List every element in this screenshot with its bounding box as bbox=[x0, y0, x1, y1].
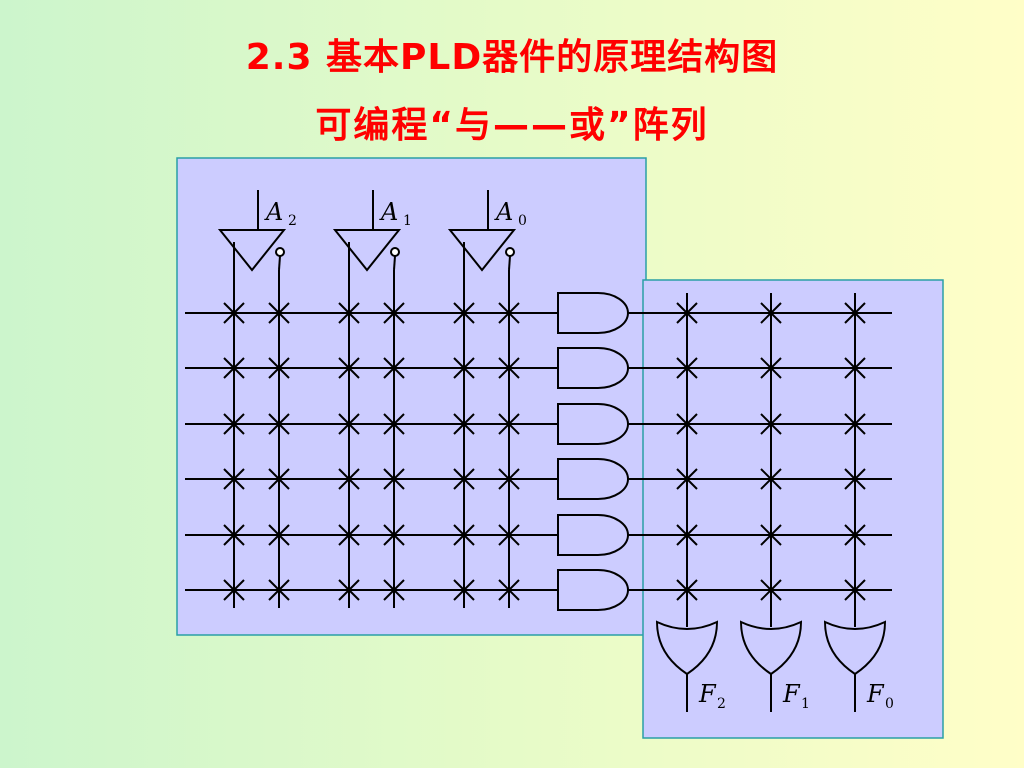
or-gate bbox=[823, 620, 887, 676]
and-crosspoint bbox=[383, 413, 405, 435]
and-crosspoint bbox=[223, 302, 245, 324]
and-gate bbox=[557, 347, 629, 389]
output-label: F bbox=[866, 680, 885, 708]
and-crosspoint bbox=[268, 524, 290, 546]
and-gate bbox=[557, 292, 629, 334]
inverter-gate bbox=[332, 229, 402, 272]
and-crosspoint bbox=[383, 468, 405, 490]
and-crosspoint bbox=[498, 579, 520, 601]
and-crosspoint bbox=[453, 413, 475, 435]
and-crosspoint bbox=[338, 302, 360, 324]
inverter-gate bbox=[447, 229, 517, 272]
output-label: F bbox=[782, 680, 801, 708]
and-crosspoint bbox=[223, 579, 245, 601]
output-subscript: 1 bbox=[801, 696, 810, 712]
and-crosspoint bbox=[453, 302, 475, 324]
and-gate bbox=[557, 458, 629, 500]
slide-title: 2.3 基本PLD器件的原理结构图 bbox=[245, 37, 779, 78]
and-crosspoint bbox=[338, 524, 360, 546]
and-crosspoint bbox=[268, 302, 290, 324]
and-crosspoint bbox=[453, 468, 475, 490]
and-crosspoint bbox=[498, 357, 520, 379]
and-crosspoint bbox=[223, 413, 245, 435]
or-gate bbox=[655, 620, 719, 676]
and-crosspoint bbox=[268, 357, 290, 379]
and-crosspoint bbox=[268, 579, 290, 601]
and-crosspoint bbox=[453, 579, 475, 601]
input-subscript: 1 bbox=[403, 213, 412, 229]
and-crosspoint bbox=[268, 413, 290, 435]
and-crosspoint bbox=[498, 524, 520, 546]
and-gate bbox=[557, 569, 629, 611]
output-label: F bbox=[698, 680, 717, 708]
output-subscript: 2 bbox=[717, 696, 726, 712]
input-label: A bbox=[264, 198, 283, 226]
input-label: A bbox=[379, 198, 398, 226]
and-crosspoint bbox=[383, 357, 405, 379]
output-subscript: 0 bbox=[885, 696, 894, 712]
input-subscript: 2 bbox=[288, 213, 297, 229]
bubble-link bbox=[278, 255, 281, 271]
bubble-link bbox=[393, 255, 396, 271]
and-crosspoint bbox=[223, 468, 245, 490]
and-crosspoint bbox=[383, 579, 405, 601]
inverter-gate bbox=[217, 229, 287, 272]
input-subscript: 0 bbox=[518, 213, 527, 229]
bubble-link bbox=[508, 255, 511, 271]
or-array-panel bbox=[642, 279, 944, 739]
slide-subtitle: 可编程“与——或”阵列 bbox=[315, 105, 709, 146]
and-crosspoint bbox=[223, 357, 245, 379]
and-crosspoint bbox=[338, 579, 360, 601]
and-crosspoint bbox=[338, 413, 360, 435]
and-crosspoint bbox=[453, 524, 475, 546]
and-crosspoint bbox=[498, 302, 520, 324]
and-crosspoint bbox=[338, 357, 360, 379]
inverter-bubble bbox=[505, 247, 515, 257]
input-label: A bbox=[494, 198, 513, 226]
and-crosspoint bbox=[453, 357, 475, 379]
and-crosspoint bbox=[338, 468, 360, 490]
and-crosspoint bbox=[383, 524, 405, 546]
and-crosspoint bbox=[498, 468, 520, 490]
and-crosspoint bbox=[223, 524, 245, 546]
and-gate bbox=[557, 514, 629, 556]
wire-layer bbox=[185, 190, 892, 712]
inverter-bubble bbox=[275, 247, 285, 257]
and-gate bbox=[557, 403, 629, 445]
and-crosspoint bbox=[383, 302, 405, 324]
and-crosspoint bbox=[268, 468, 290, 490]
inverter-bubble bbox=[390, 247, 400, 257]
or-gate bbox=[739, 620, 803, 676]
and-crosspoint bbox=[498, 413, 520, 435]
